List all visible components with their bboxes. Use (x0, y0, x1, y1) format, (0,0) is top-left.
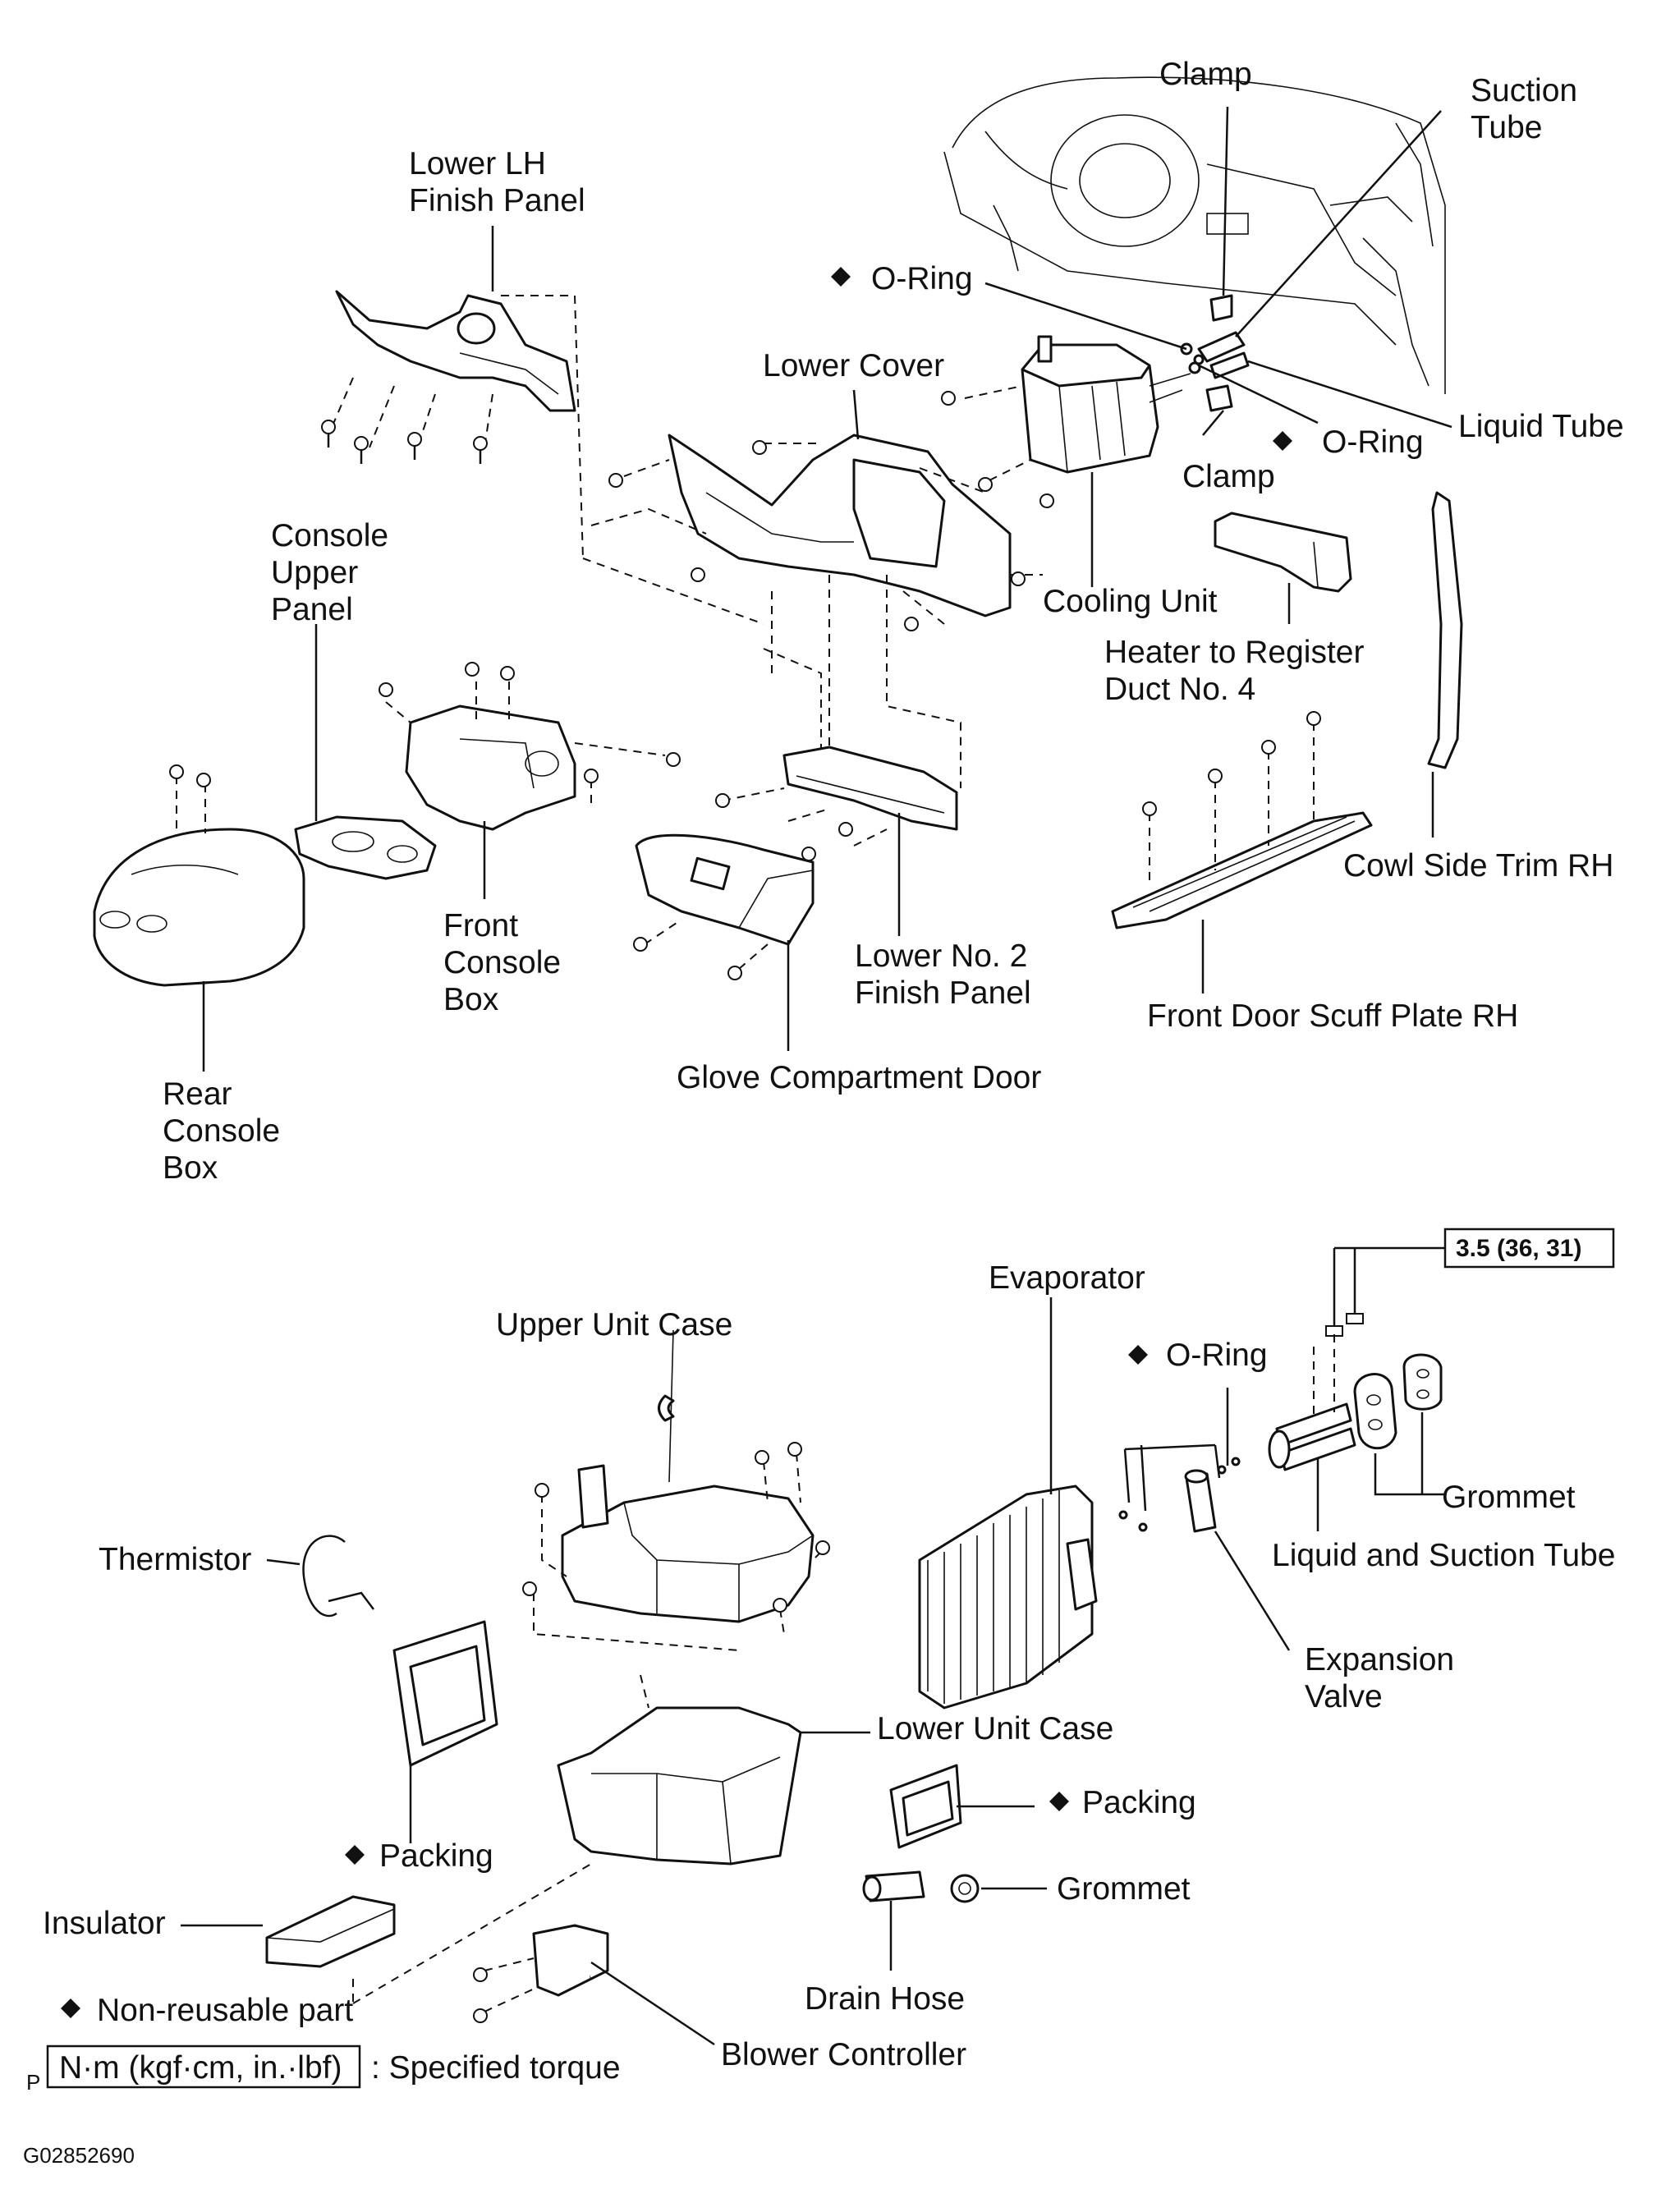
diamond-icon (61, 1999, 80, 2018)
screw-group (608, 391, 1054, 631)
label-heater-register-duct-l2: Duct No. 4 (1104, 672, 1255, 707)
corner-mark: P (26, 2070, 40, 2095)
lower-no2-finish-panel-part (715, 746, 958, 936)
lower-unit-case-part (352, 1674, 870, 2004)
label-expansion-valve-l1: Expansion (1305, 1642, 1454, 1677)
upper-unit-case-part (522, 1329, 830, 1651)
legend-non-reusable-part: Non-reusable part (97, 1993, 353, 2028)
label-oring-mid: O-Ring (1322, 425, 1424, 460)
label-cowl-side-trim-rh: Cowl Side Trim RH (1343, 848, 1613, 883)
label-front-console-box-l1: Front (443, 908, 518, 943)
clamp-mid-part (1205, 384, 1233, 412)
label-console-upper-panel-l2: Upper (271, 555, 358, 590)
label-lower-cover: Lower Cover (763, 348, 944, 383)
lower-cover-part (582, 434, 1043, 788)
legend-torque-unit: N·m (kgf·cm, in.·lbf) (59, 2050, 342, 2086)
glove-compartment-door-part (633, 833, 815, 1051)
label-cooling-unit: Cooling Unit (1043, 584, 1218, 619)
torque-bolts (1313, 1246, 1445, 1420)
packing-left-part (392, 1620, 498, 1843)
grommet-top-part (1353, 1353, 1445, 1496)
label-lower-unit-case: Lower Unit Case (877, 1711, 1113, 1746)
label-oring-bottom: O-Ring (1166, 1338, 1268, 1373)
blower-controller-part (473, 1924, 715, 2046)
label-rear-console-box-l3: Box (163, 1150, 218, 1186)
legend-specified-torque: : Specified torque (371, 2050, 621, 2086)
label-insulator: Insulator (43, 1906, 166, 1941)
packing-right-part (889, 1764, 1035, 1849)
clamp-top-part (1209, 294, 1233, 322)
label-front-door-scuff-plate-rh: Front Door Scuff Plate RH (1147, 998, 1518, 1034)
figure-code: G02852690 (23, 2143, 135, 2168)
label-heater-register-duct-l1: Heater to Register (1104, 635, 1364, 670)
label-grommet-bottom: Grommet (1057, 1871, 1191, 1907)
label-clamp-mid: Clamp (1182, 459, 1275, 494)
diamond-icon (831, 267, 851, 287)
console-upper-panel-part (294, 624, 437, 880)
label-front-console-box-l2: Console (443, 945, 561, 980)
label-rear-console-box-l2: Console (163, 1113, 280, 1149)
label-expansion-valve-l2: Valve (1305, 1679, 1383, 1714)
label-lower-no2-finish-panel-l2: Finish Panel (855, 975, 1031, 1011)
label-oring-top: O-Ring (871, 261, 973, 296)
label-packing-left: Packing (379, 1838, 493, 1874)
thermistor-part (266, 1535, 374, 1618)
label-suction-tube-l2: Tube (1471, 110, 1542, 145)
diamond-icon (1273, 431, 1292, 451)
front-door-scuff-plate-part (1111, 711, 1373, 994)
diamond-icon (1128, 1345, 1148, 1365)
label-packing-right: Packing (1082, 1785, 1196, 1820)
label-grommet-top: Grommet (1442, 1480, 1576, 1515)
label-drain-hose: Drain Hose (805, 1981, 965, 2017)
label-liquid-suction-tube: Liquid and Suction Tube (1272, 1538, 1616, 1573)
leader-lines-top (984, 106, 1452, 436)
liquid-suction-tube-part (1268, 1402, 1356, 1531)
diamond-icon (345, 1845, 365, 1865)
tube-fittings (1180, 331, 1250, 379)
rear-console-box-part (93, 764, 305, 1072)
heater-register-duct-part (1214, 512, 1352, 624)
evaporator-part (918, 1297, 1098, 1709)
label-lower-lh-finish-panel-l1: Lower LH (409, 146, 546, 181)
label-upper-unit-case: Upper Unit Case (496, 1307, 732, 1342)
label-thermistor: Thermistor (99, 1542, 251, 1577)
torque-value-box (1443, 1228, 1615, 1269)
drain-hose-part (862, 1870, 925, 1971)
label-rear-console-box-l1: Rear (163, 1076, 232, 1112)
dashboard-drawing (943, 76, 1446, 394)
expansion-valve-part (1184, 1469, 1291, 1651)
label-blower-controller: Blower Controller (721, 2037, 966, 2072)
grommet-bottom-part (950, 1874, 1047, 1903)
label-console-upper-panel-l1: Console (271, 518, 388, 553)
cooling-unit-part (964, 335, 1191, 481)
torque-unit-box (46, 2044, 361, 2089)
label-glove-compartment-door: Glove Compartment Door (677, 1060, 1041, 1095)
label-suction-tube-l1: Suction (1471, 73, 1577, 108)
diamond-icon (1049, 1792, 1069, 1811)
screw-group (321, 420, 488, 464)
insulator-part (181, 1895, 396, 2003)
label-evaporator: Evaporator (989, 1260, 1145, 1296)
label-lower-lh-finish-panel-l2: Finish Panel (409, 183, 585, 218)
label-torque-value: 3.5 (36, 31) (1456, 1235, 1581, 1262)
oring-bottom-group (1118, 1388, 1241, 1532)
front-console-box-part (379, 662, 681, 899)
label-console-upper-panel-l3: Panel (271, 592, 353, 627)
label-front-console-box-l3: Box (443, 982, 499, 1017)
label-clamp-top: Clamp (1159, 57, 1252, 92)
lower-lh-finish-panel-part (328, 290, 584, 559)
label-lower-no2-finish-panel-l1: Lower No. 2 (855, 938, 1027, 974)
cowl-side-trim-rh-part (1427, 491, 1463, 838)
label-liquid-tube: Liquid Tube (1458, 409, 1624, 444)
